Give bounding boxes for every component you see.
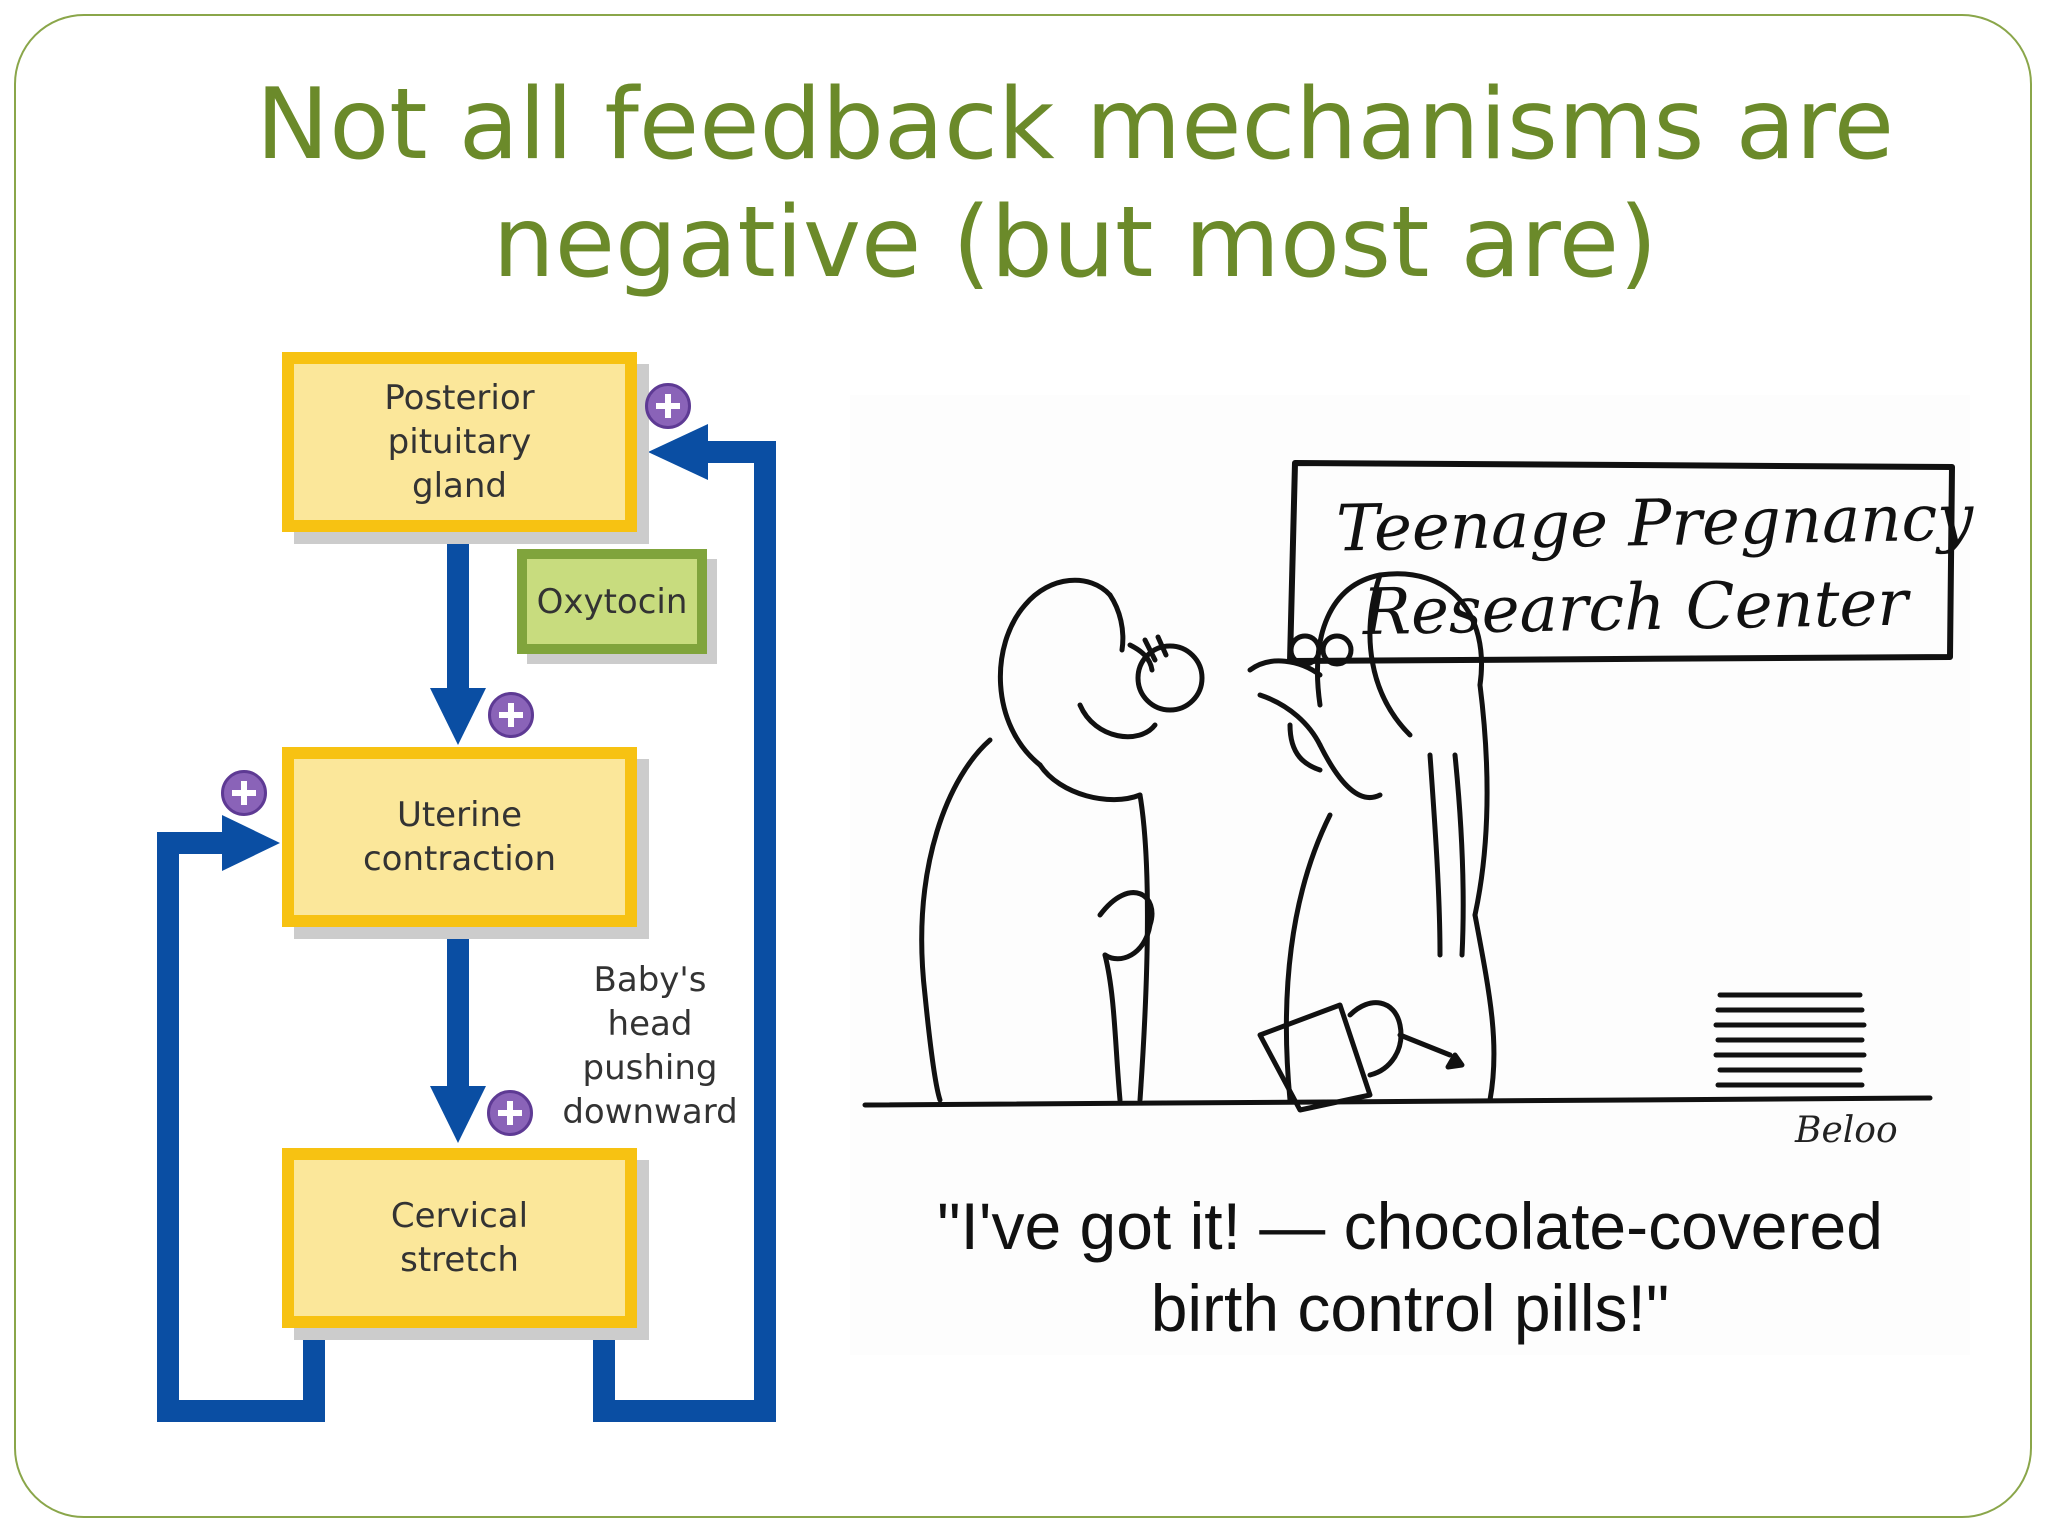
arrowhead-down-2 <box>430 1086 486 1143</box>
arrow-cervical-to-uterine-loop <box>157 832 325 1422</box>
caption-line-1: "I've got it! — chocolate-covered <box>937 1189 1883 1263</box>
sign-line-1: Teenage Pregnancy <box>1335 481 1974 567</box>
man-figure <box>919 577 1205 1103</box>
arrowhead-right <box>222 815 280 871</box>
cartoon-drawing <box>862 460 1955 1113</box>
artist-signature: Beloo <box>1795 1110 1898 1151</box>
hormone-oxytocin: Oxytocin <box>517 549 707 654</box>
woman-figure <box>1247 571 1497 1113</box>
arrowhead-down-1 <box>430 688 486 745</box>
slide-title: Not all feedback mechanisms are negative… <box>150 66 2000 302</box>
title-line-2: negative (but most are) <box>492 186 1658 300</box>
plus-circle-icon <box>487 1090 533 1136</box>
clipboard <box>1257 1002 1373 1113</box>
plus-circle-icon <box>645 383 691 429</box>
arrow-cervical-to-pituitary-loop <box>593 441 776 1422</box>
node-label: Uterine contraction <box>362 795 556 879</box>
node-uterine-contraction: Uterine contraction <box>282 747 637 927</box>
cartoon-caption: "I've got it! — chocolate-covered birth … <box>850 1185 1970 1349</box>
desk-line <box>862 1095 1933 1108</box>
plus-circle-icon <box>221 770 267 816</box>
node-cervical-stretch: Cervical stretch <box>282 1148 637 1328</box>
paper-stack-icon <box>1713 992 1867 1088</box>
node-label: Cervical stretch <box>390 1196 529 1280</box>
caption-line-2: birth control pills!" <box>1150 1271 1670 1345</box>
sign-line-2: Research Center <box>1362 566 1909 651</box>
sign-text: Teenage Pregnancy Research Center <box>1295 454 2048 676</box>
arrowhead-left <box>648 424 708 480</box>
node-label: Posterior pituitary gland <box>384 378 535 506</box>
sign-board <box>1287 460 1955 664</box>
plus-circle-icon <box>488 692 534 738</box>
title-line-1: Not all feedback mechanisms are <box>255 68 1895 182</box>
slide-frame <box>14 14 2032 1518</box>
cartoon-panel: Teenage Pregnancy Research Center Beloo … <box>850 395 1974 1355</box>
node-posterior-pituitary: Posterior pituitary gland <box>282 352 637 532</box>
label-babys-head: Baby's head pushing downward <box>562 960 738 1132</box>
